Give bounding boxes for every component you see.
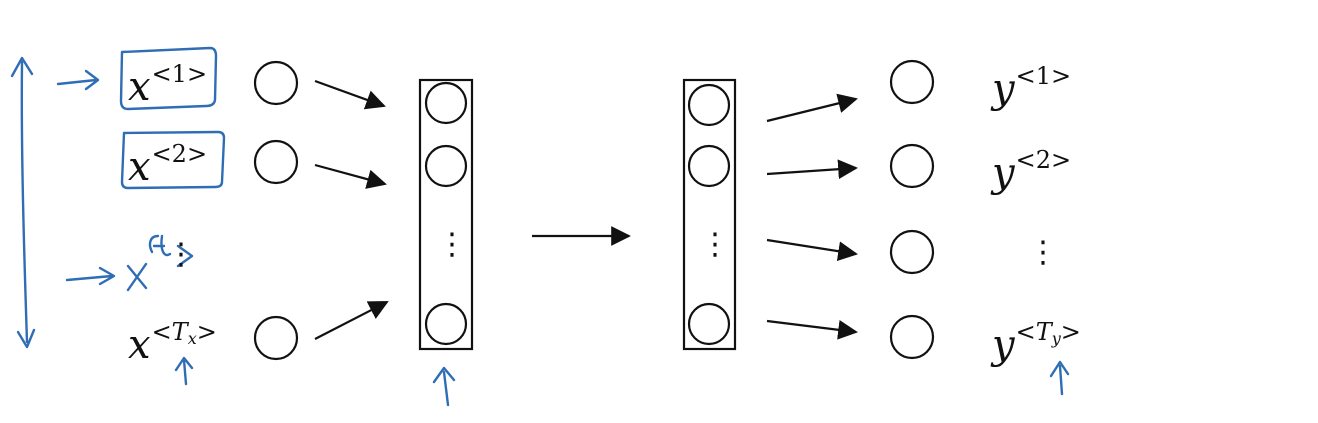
output-label-base: y <box>992 66 1015 112</box>
output-arrow-3 <box>766 238 858 262</box>
encoder-layer <box>418 78 474 351</box>
output-label-base: y <box>992 322 1015 368</box>
input-node-2 <box>253 139 299 185</box>
decoder-layer <box>682 78 737 351</box>
handwritten-annotations <box>10 46 1070 407</box>
input-label-1: x<1> <box>128 62 207 107</box>
handwritten-angle <box>176 244 194 268</box>
output-label-ty: y<Ty> <box>992 320 1081 365</box>
output-node-2 <box>889 143 935 189</box>
input-label-2: x<2> <box>128 142 207 187</box>
output-ellipsis: ⋮ <box>1028 235 1058 270</box>
input-label-index: <2> <box>151 140 208 168</box>
encoder-unit <box>424 144 468 188</box>
encoder-unit <box>424 81 468 125</box>
output-arrow-1 <box>766 93 858 123</box>
handwritten-x-t <box>126 262 148 292</box>
input-label-tx: x<Tx> <box>128 320 217 365</box>
decoder-ellipsis: ⋮ <box>700 227 730 262</box>
input-ellipsis: ⋮ <box>166 237 196 272</box>
pointer-arrow-row1 <box>56 69 100 91</box>
output-node-1 <box>889 59 935 105</box>
highlight-box-x2 <box>120 130 226 190</box>
decoder-unit <box>687 83 731 127</box>
output-label-index: <2> <box>1015 146 1072 174</box>
sequence-span-arrow-head-bottom <box>16 328 36 349</box>
input-label-index: <Tx> <box>151 318 217 348</box>
decoder-unit <box>687 302 731 346</box>
up-arrow-input <box>174 356 194 386</box>
pointer-arrow-rowt <box>65 266 116 286</box>
input-label-base: x <box>128 64 151 110</box>
input-label-base: x <box>128 322 151 368</box>
handwritten-t-index <box>148 234 172 257</box>
up-arrow-encoder <box>432 366 456 407</box>
input-label-base: x <box>128 144 151 190</box>
sequence-span-arrow <box>20 60 29 344</box>
up-arrow-output <box>1049 360 1070 396</box>
output-node-ty <box>889 314 935 360</box>
output-label-2: y<2> <box>992 148 1071 193</box>
output-arrow-2 <box>766 159 858 180</box>
input-label-index: <1> <box>151 60 208 88</box>
sequence-span-arrow-head-top <box>10 56 34 78</box>
encoder-unit <box>424 302 468 346</box>
input-node-tx <box>253 315 299 361</box>
encoder-ellipsis: ⋮ <box>437 227 467 262</box>
input-arrow-tx <box>314 301 389 340</box>
input-arrow-1 <box>314 79 386 110</box>
input-arrow-2 <box>314 163 387 189</box>
output-arrow-ty <box>766 319 858 340</box>
output-node-3 <box>889 229 935 275</box>
output-label-1: y<1> <box>992 64 1071 109</box>
output-label-index: <Ty> <box>1015 318 1081 348</box>
output-label-index: <1> <box>1015 62 1072 90</box>
highlight-box-x1 <box>119 46 218 111</box>
decoder-unit <box>687 144 731 188</box>
output-label-base: y <box>992 150 1015 196</box>
input-node-1 <box>253 60 299 106</box>
